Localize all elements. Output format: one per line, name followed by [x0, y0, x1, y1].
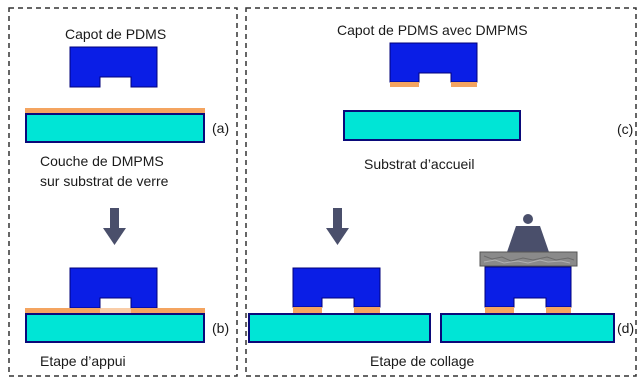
tag-c: (c) [617, 121, 634, 137]
left-panel-title: Capot de PDMS [65, 26, 167, 42]
pdms-cap-assembled-b [69, 267, 158, 309]
tag-d: (d) [617, 320, 635, 336]
dmpms-layer-a [25, 108, 205, 114]
host-substrate-d1 [248, 313, 431, 343]
pdms-cap-bonding-2 [484, 266, 572, 308]
host-substrate-d2 [440, 313, 615, 343]
left-bottom-caption: Etape d’appui [40, 353, 126, 369]
host-substrate-c [343, 110, 521, 141]
weight-icon [507, 214, 549, 252]
left-caption-line2: sur substrat de verre [40, 173, 169, 189]
pdms-cap-with-dmpms [389, 42, 478, 83]
glass-substrate-a [25, 113, 205, 143]
arrow-down-icon [103, 208, 126, 245]
glass-substrate-b [25, 313, 205, 343]
right-caption: Substrat d’accueil [364, 156, 475, 172]
right-bottom-caption: Etape de collage [370, 353, 475, 369]
dmpms-layer-b-right [131, 308, 205, 314]
pdms-cap-top-left [69, 46, 158, 88]
pressing-plate [479, 251, 578, 267]
left-caption-line1: Couche de DMPMS [40, 153, 164, 169]
left-panel-border [8, 7, 238, 377]
dmpms-bonding-2-left [485, 307, 514, 313]
tag-a: (a) [212, 120, 230, 136]
dmpms-bonding-1-right [354, 307, 380, 313]
tag-b: (b) [212, 320, 230, 336]
dmpms-on-cap-right [451, 82, 477, 87]
dmpms-on-cap-left [390, 82, 419, 87]
right-panel-border [245, 7, 637, 377]
dmpms-bonding-1-left [293, 307, 322, 313]
right-panel-title: Capot de PDMS avec DMPMS [337, 22, 528, 38]
dmpms-bonding-2-right [546, 307, 571, 313]
arrow-down-icon [326, 208, 349, 245]
dmpms-layer-b-gap [100, 308, 131, 314]
pdms-cap-bonding-1 [292, 267, 381, 308]
dmpms-layer-b-left [25, 308, 100, 314]
